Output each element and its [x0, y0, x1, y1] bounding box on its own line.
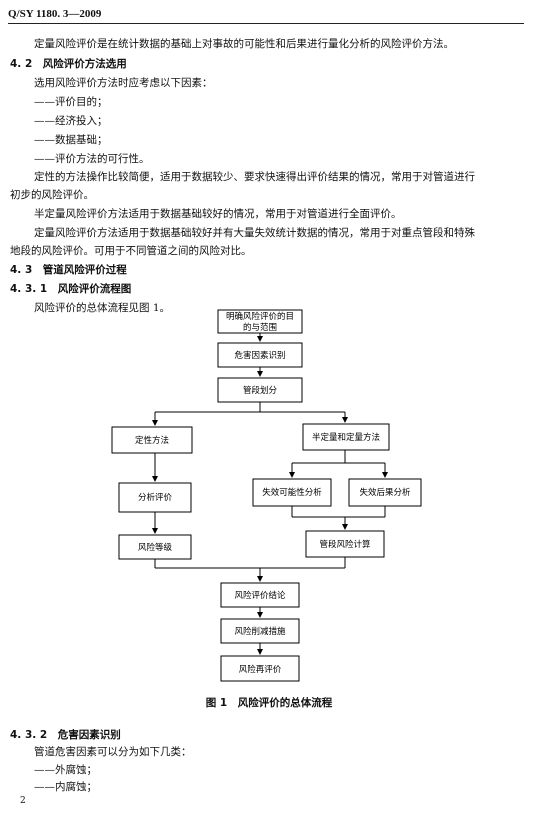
- node-semi-quantitative-method: 半定量和定量方法: [302, 423, 390, 451]
- node-label: 半定量和定量方法: [312, 432, 380, 443]
- list-item: ——数据基础；: [34, 134, 108, 146]
- subsection-heading: 4. 3. 1 风险评价流程图: [10, 283, 132, 295]
- header-rule: [8, 23, 524, 24]
- node-label: 的与范围: [243, 322, 277, 333]
- node-label: 风险削减措施: [234, 626, 286, 637]
- node-risk-reassessment: 风险再评价: [220, 655, 300, 682]
- node-segment-risk-calculation: 管段风险计算: [305, 530, 385, 558]
- section-heading: 4. 3 管道风险评价过程: [10, 264, 127, 276]
- list-item: ——评价方法的可行性。: [34, 153, 150, 165]
- node-goal-scope: 明确风险评价的目 的与范围: [217, 309, 303, 334]
- node-label: 风险等级: [138, 542, 173, 553]
- paragraph-cont: 地段的风险评价。可用于不同管道之间的风险对比。: [10, 245, 252, 257]
- node-label: 明确风险评价的目: [226, 311, 294, 322]
- standard-number: Q/SY 1180. 3—2009: [8, 8, 102, 20]
- node-label: 失效可能性分析: [262, 487, 322, 498]
- list-item: ——内腐蚀；: [34, 781, 97, 793]
- figure-caption: 图 1 风险评价的总体流程: [205, 697, 333, 709]
- node-label: 风险再评价: [239, 664, 282, 675]
- node-label: 管段风险计算: [319, 539, 371, 550]
- node-failure-probability: 失效可能性分析: [252, 478, 332, 507]
- paragraph: 定性的方法操作比较简便，适用于数据较少、要求快速得出评价结果的情况，常用于对管道…: [34, 171, 475, 183]
- node-segmentation: 管段划分: [217, 377, 303, 403]
- node-label: 失效后果分析: [359, 487, 411, 498]
- list-item: ——评价目的；: [34, 96, 108, 108]
- paragraph: 风险评价的总体流程见图 1。: [34, 302, 171, 314]
- section-heading: 4. 2 风险评价方法选用: [10, 58, 127, 70]
- list-item: ——外腐蚀；: [34, 764, 97, 776]
- node-label: 分析评价: [138, 492, 173, 503]
- node-risk-mitigation: 风险削减措施: [220, 618, 300, 644]
- paragraph: 半定量风险评价方法适用于数据基础较好的情况，常用于对管道进行全面评价。: [34, 208, 402, 220]
- paragraph: 选用风险评价方法时应考虑以下因素：: [34, 77, 213, 89]
- node-analysis-evaluation: 分析评价: [118, 482, 192, 513]
- node-label: 危害因素识别: [234, 350, 285, 361]
- node-label: 风险评价结论: [234, 590, 286, 601]
- node-risk-level: 风险等级: [118, 534, 192, 560]
- subsection-heading: 4. 3. 2 危害因素识别: [10, 729, 121, 741]
- node-qualitative-method: 定性方法: [111, 426, 193, 454]
- paragraph: 定量风险评价是在统计数据的基础上对事故的可能性和后果进行量化分析的风险评价方法。: [34, 38, 454, 50]
- node-hazard-identification: 危害因素识别: [217, 342, 303, 368]
- paragraph: 管道危害因素可以分为如下几类：: [34, 746, 192, 758]
- paragraph: 定量风险评价方法适用于数据基础较好并有大量失效统计数据的情况，常用于对重点管段和…: [34, 227, 475, 239]
- node-assessment-conclusion: 风险评价结论: [220, 582, 300, 608]
- node-failure-consequence: 失效后果分析: [348, 478, 422, 507]
- list-item: ——经济投入；: [34, 115, 108, 127]
- node-label: 管段划分: [243, 385, 278, 396]
- page-number: 2: [20, 796, 26, 806]
- node-label: 定性方法: [135, 435, 169, 446]
- paragraph-cont: 初步的风险评价。: [10, 189, 94, 201]
